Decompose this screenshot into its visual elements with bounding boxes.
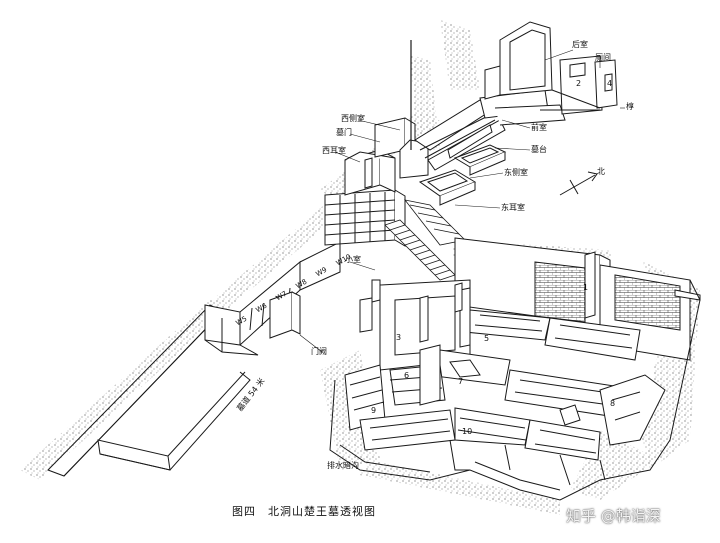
gate-blocks xyxy=(269,189,406,339)
room-number: 1 xyxy=(583,283,589,292)
watermark: 知乎 @韩诣深 xyxy=(566,507,661,525)
back-room-complex xyxy=(484,21,618,115)
label-platform: 墓台 xyxy=(531,145,547,154)
main-chamber-walls xyxy=(379,237,701,371)
label-north: 北 xyxy=(597,167,605,176)
room-number: 8 xyxy=(610,399,616,408)
room-number: 9 xyxy=(371,406,377,415)
label-front-room: 前室 xyxy=(531,123,547,132)
label-toilet: 厕间 xyxy=(595,53,611,62)
label-drainage: 排水暗沟 xyxy=(327,461,359,470)
label-small-room: 小室 xyxy=(345,255,361,264)
palace-perimeter xyxy=(329,279,701,501)
label-west-side-room: 西侧室 xyxy=(341,114,365,123)
label-cabinet: 椁 xyxy=(626,102,634,111)
room-number: 5 xyxy=(484,334,490,343)
label-gate: 门阙 xyxy=(311,347,327,356)
room-number: 10 xyxy=(462,427,473,436)
room-number: 6 xyxy=(404,371,410,380)
leader-lines xyxy=(299,49,625,353)
label-east-ear-room: 东耳室 xyxy=(501,203,525,212)
room-number: 3 xyxy=(396,333,402,342)
figure-caption: 图四 北洞山楚王墓透视图 xyxy=(232,505,376,518)
room-number: 4 xyxy=(607,79,613,88)
room-number: 7 xyxy=(458,377,464,386)
label-west-ear-room: 西耳室 xyxy=(322,146,346,155)
west-rooms xyxy=(344,117,429,196)
label-back-room: 后室 xyxy=(572,40,588,49)
east-side-rooms xyxy=(418,144,507,206)
pillars xyxy=(419,251,596,343)
north-arrow xyxy=(559,171,598,196)
label-tomb-door: 墓门 xyxy=(336,128,352,137)
room-number: 2 xyxy=(576,79,582,88)
tomb-passage xyxy=(47,241,341,477)
label-east-side-room: 东侧室 xyxy=(504,168,528,177)
